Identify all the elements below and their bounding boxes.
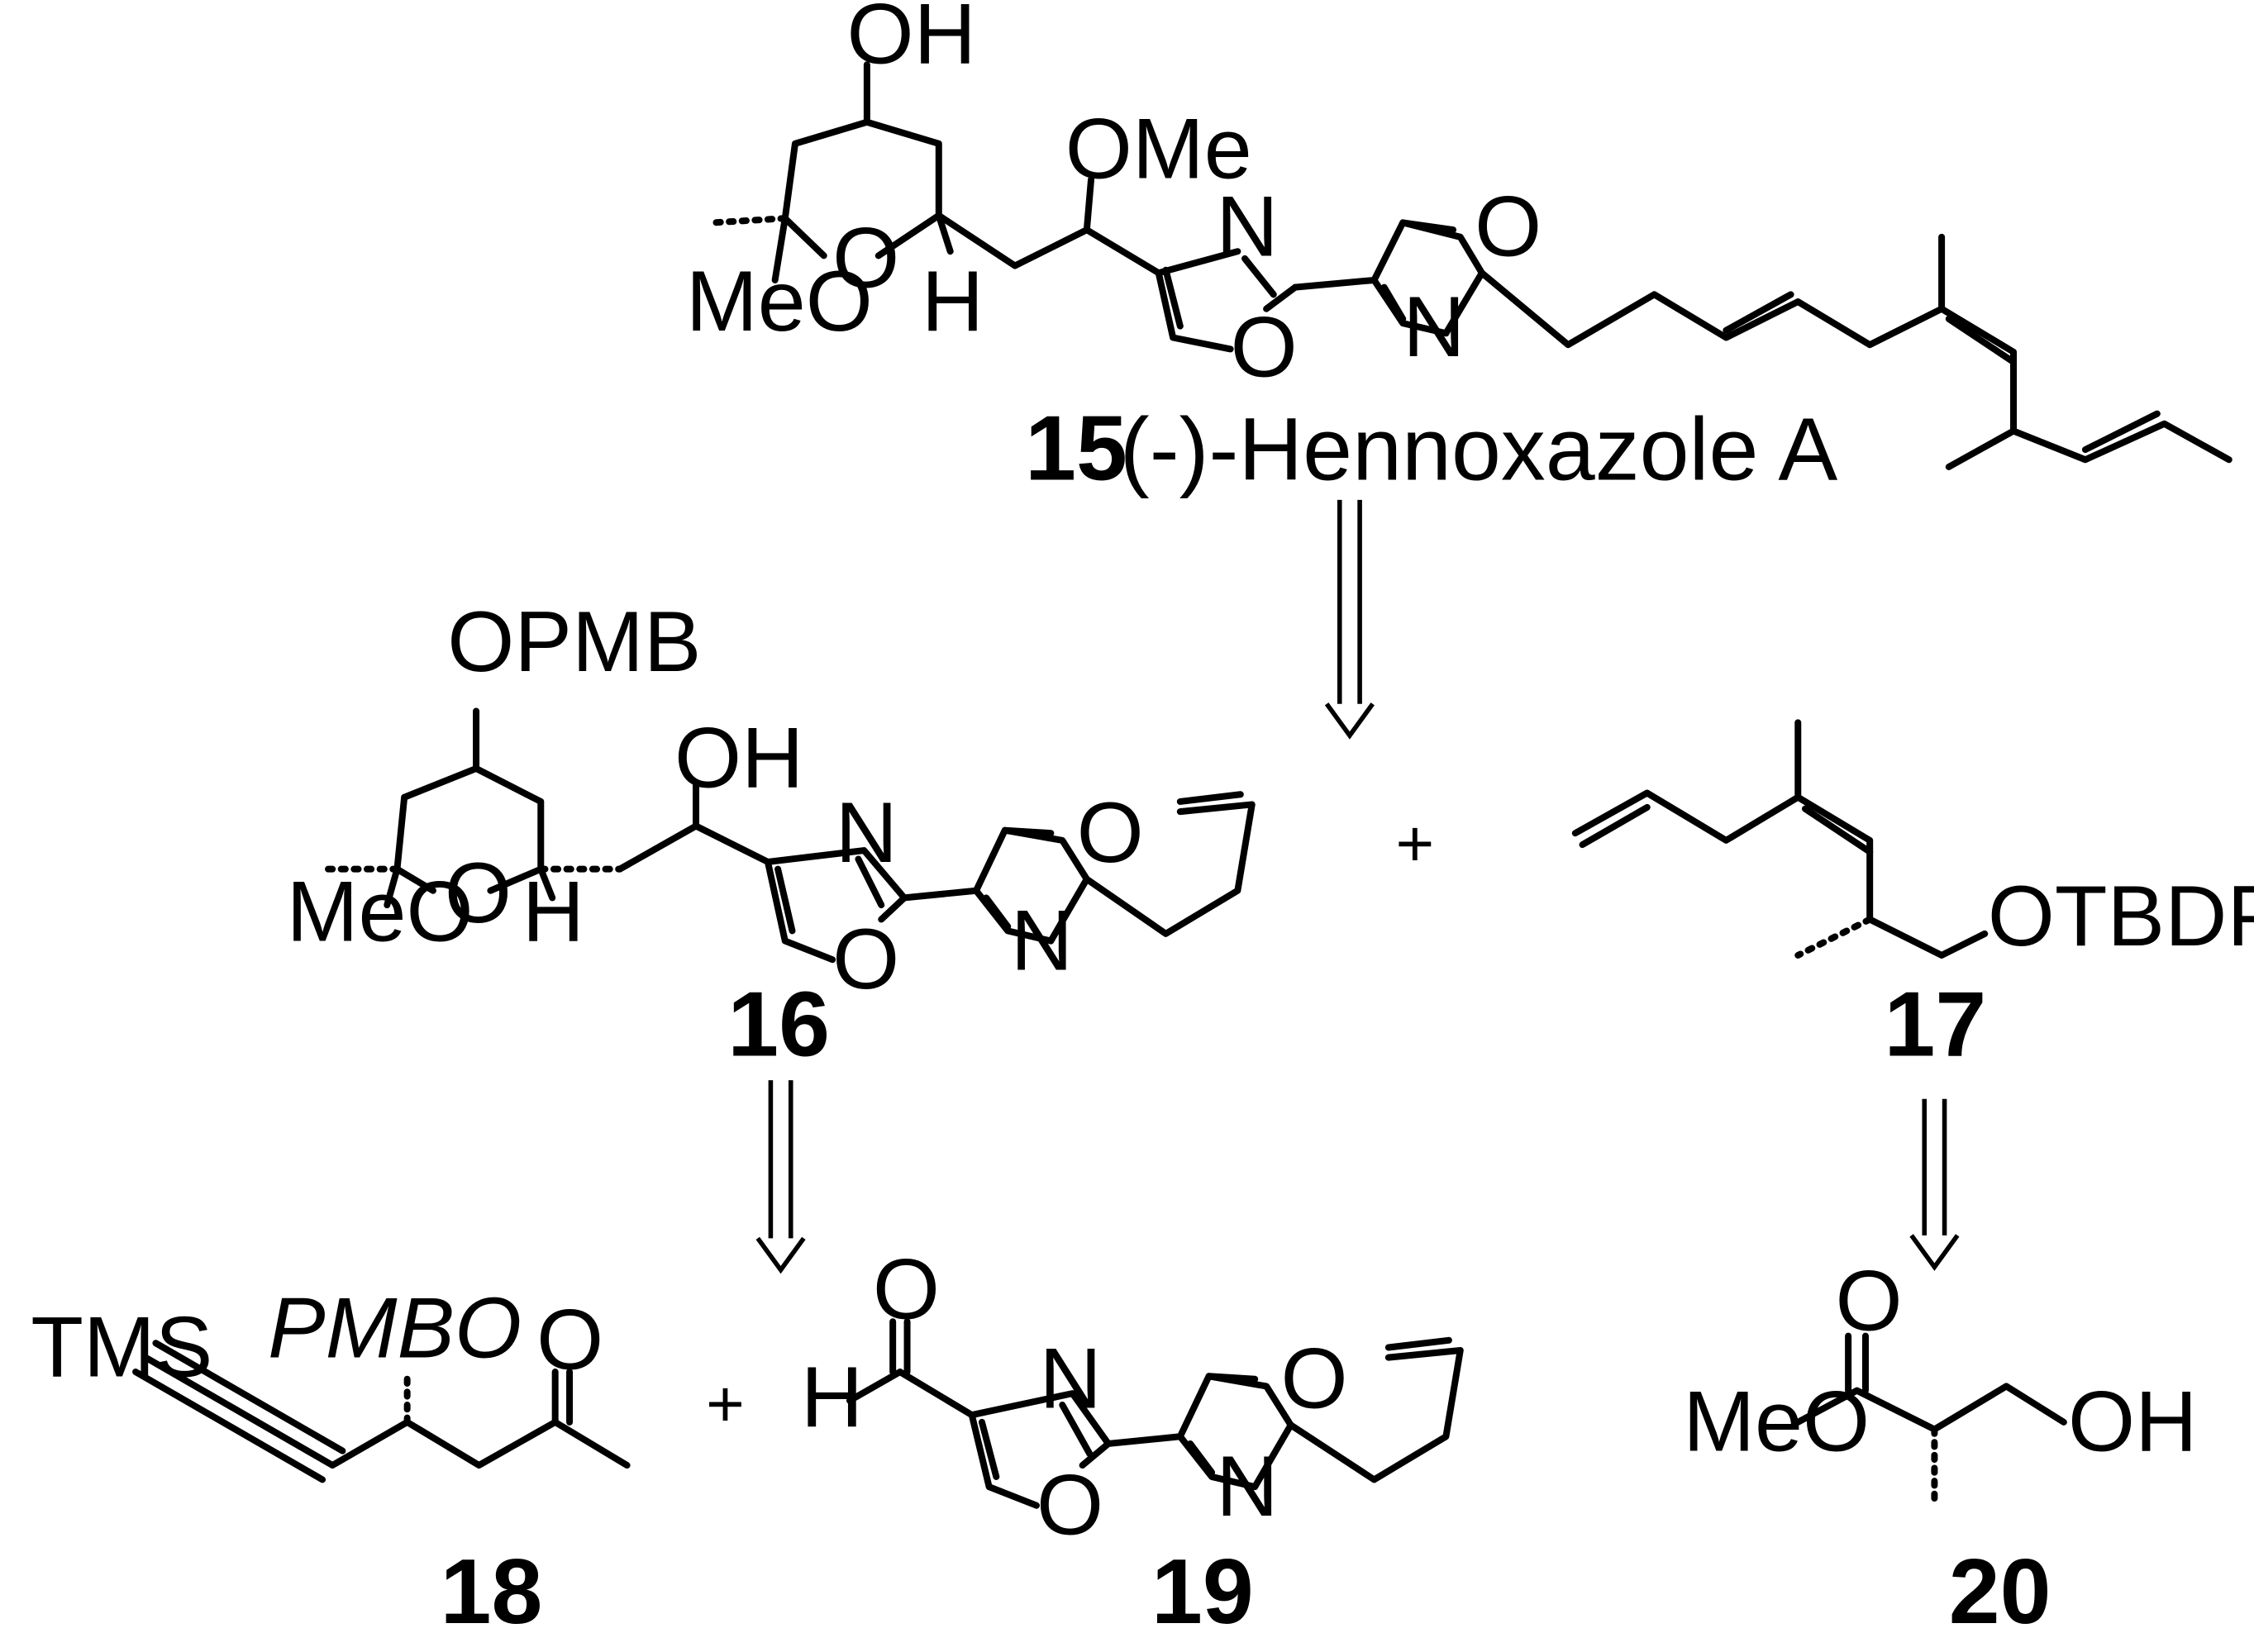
c18-o-label: O [536, 1293, 603, 1388]
c16-oh-label: OH [674, 711, 803, 807]
c20-oh-label: OH [2068, 1374, 2197, 1470]
c16-meo-label: MeO [287, 864, 474, 960]
c18-pmbo-label: PMBO [268, 1281, 522, 1377]
compound-19-structure [846, 1318, 1464, 1509]
c16-ring-o-label: O [445, 845, 512, 941]
compound-16-structure [322, 707, 1256, 964]
c16-n1-label: N [836, 785, 898, 881]
compound-19-number: 19 [1151, 1540, 1254, 1643]
compound-18-number: 18 [441, 1540, 543, 1643]
retro-arrow-15 [1324, 499, 1375, 740]
c19-o1-label: O [1036, 1457, 1103, 1553]
c16-o2-label: O [1077, 785, 1144, 881]
compound-20-structure [1794, 1332, 2067, 1505]
c15-meo-label: MeO [686, 254, 873, 350]
c17-otbdps-label: OTBDPS [1988, 869, 2254, 964]
retro-arrow-16 [755, 1080, 806, 1274]
c15-ome-label: OMe [1065, 102, 1252, 198]
c20-carbonyl-o-label: O [1835, 1254, 1902, 1350]
c15-o2-label: O [1475, 179, 1542, 274]
c20-meo-label: MeO [1683, 1374, 1870, 1470]
c18-tms-label: TMS [31, 1299, 212, 1395]
c15-oh-label: OH [847, 0, 976, 82]
compound-17-number: 17 [1885, 973, 1987, 1076]
plus-sign-18-19: + [706, 1367, 745, 1440]
compound-15-number: 15 [1025, 397, 1127, 500]
compound-17-structure [1571, 719, 1989, 959]
c15-n1-label: N [1216, 179, 1278, 274]
compound-15-structure [709, 61, 2233, 470]
c15-n2-label: N [1403, 279, 1465, 375]
plus-sign-16-17: + [1396, 807, 1435, 880]
compound-16-number: 16 [727, 973, 830, 1076]
c15-ring-o-label: O [832, 211, 899, 307]
retro-arrow-17 [1909, 1098, 1960, 1271]
c19-o2-label: O [1280, 1331, 1347, 1426]
c15-o1-label: O [1231, 299, 1298, 395]
c19-n2-label: N [1216, 1439, 1278, 1535]
c15-h-label: H [922, 254, 984, 350]
c16-n2-label: N [1011, 893, 1073, 988]
compound-20-number: 20 [1949, 1540, 2051, 1643]
compound-18-structure [132, 1340, 631, 1483]
c19-h-label: H [801, 1350, 863, 1445]
c16-opmb-label: OPMB [447, 594, 701, 690]
compound-15-name: (-)-Hennoxazole A [1120, 399, 1838, 499]
c16-o1-label: O [832, 912, 899, 1007]
c16-h-label: H [522, 864, 584, 960]
c19-aldehyde-o-label: O [873, 1242, 940, 1338]
c19-n1-label: N [1039, 1331, 1101, 1426]
